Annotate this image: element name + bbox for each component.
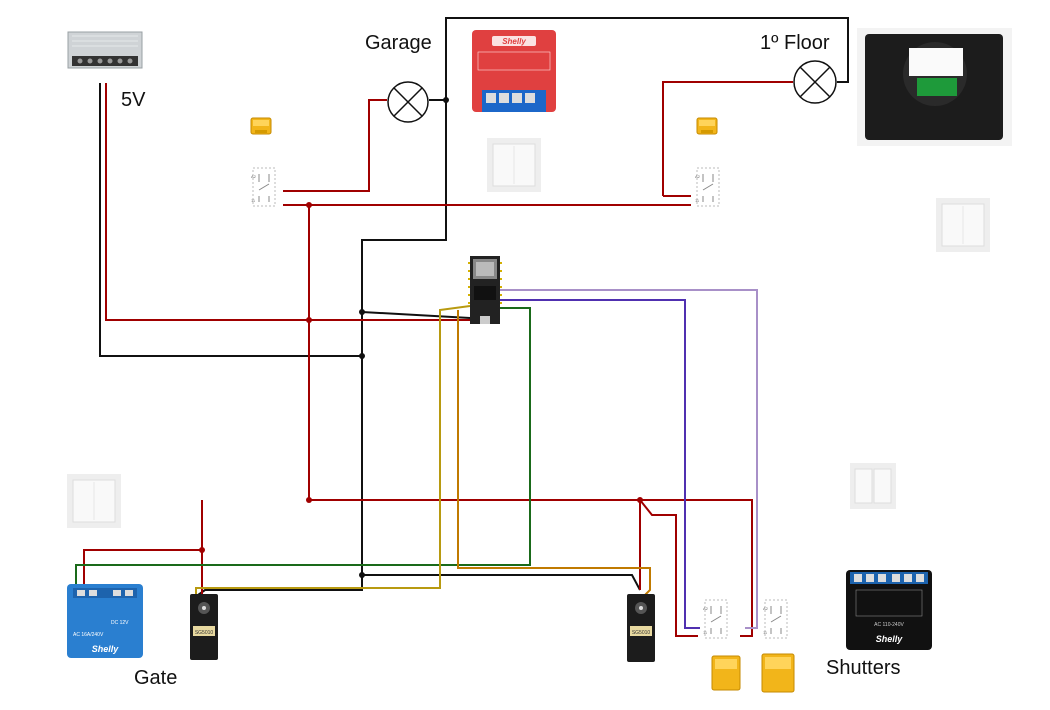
servo-icon: SG5010 (190, 594, 218, 660)
relay-pinout-icon (250, 167, 276, 207)
svg-text:DC 12V: DC 12V (111, 620, 129, 626)
lamp-icon (793, 60, 837, 104)
garage-label: Garage (365, 32, 432, 54)
shutters-label: Shutters (826, 657, 901, 679)
wire-black-servo-right (362, 574, 641, 591)
wire-black-psu (99, 83, 362, 357)
relay-pinout-icon (762, 599, 788, 639)
wire-red-garage (283, 99, 387, 192)
shelly-plus-icon: AC 16A/240V DC 12V Shelly (67, 584, 143, 658)
relay-icon (696, 117, 718, 135)
psu-label: 5V (121, 89, 146, 111)
junction-dot (637, 497, 643, 503)
power-supply-icon (67, 31, 143, 69)
wire-orange (457, 310, 651, 597)
junction-dot (443, 97, 449, 103)
junction-dot (199, 547, 205, 553)
wire-black-servo-left (197, 575, 363, 596)
smart-thermostat-icon (857, 28, 1012, 146)
wire-red-floor (662, 81, 793, 196)
junctions (199, 97, 643, 578)
svg-text:Shelly: Shelly (92, 644, 120, 654)
wire-green (75, 307, 531, 585)
junction-dot (359, 572, 365, 578)
wire-red-bus (308, 205, 753, 637)
svg-text:SG5010: SG5010 (632, 630, 651, 636)
wires (75, 17, 849, 637)
double-switch-icon (850, 463, 896, 509)
wire-red-gate2 (83, 549, 202, 585)
svg-text:SG5010: SG5010 (195, 630, 214, 636)
svg-text:AC 16A/240V: AC 16A/240V (73, 632, 104, 638)
wire-yellow (195, 305, 471, 595)
floor-label: 1º Floor (760, 32, 830, 54)
wire-lavender (500, 289, 758, 629)
wire-red-shutters2 (639, 499, 698, 637)
relay-icon (711, 655, 741, 691)
lamp-icon (387, 81, 429, 123)
wire-black-esp (361, 311, 471, 319)
svg-text:Shelly: Shelly (876, 634, 904, 644)
wall-switch-icon (66, 473, 122, 529)
svg-text:AC 110-240V: AC 110-240V (874, 622, 904, 628)
wire-purple (500, 299, 700, 629)
svg-text:Shelly: Shelly (502, 37, 526, 46)
esp32-board-icon (468, 256, 502, 324)
wall-switch-icon (935, 197, 991, 253)
relay-pinout-icon (694, 167, 720, 207)
relay-icon (761, 653, 795, 693)
wall-switch-icon (486, 137, 542, 193)
junction-dot (306, 202, 312, 208)
junction-dot (306, 317, 312, 323)
gate-label: Gate (134, 667, 178, 689)
junction-dot (306, 497, 312, 503)
relay-pinout-icon (702, 599, 728, 639)
servo-icon: SG5010 (627, 594, 655, 662)
junction-dot (359, 353, 365, 359)
junction-dot (359, 309, 365, 315)
relay-icon (250, 117, 272, 135)
wire-black-garage (361, 99, 447, 575)
wire-red-psu (105, 83, 470, 321)
shelly-2-icon: AC 110-240V Shelly (846, 570, 932, 650)
shelly-1-icon: Shelly (472, 30, 556, 112)
wire-black-lamps (445, 17, 849, 100)
